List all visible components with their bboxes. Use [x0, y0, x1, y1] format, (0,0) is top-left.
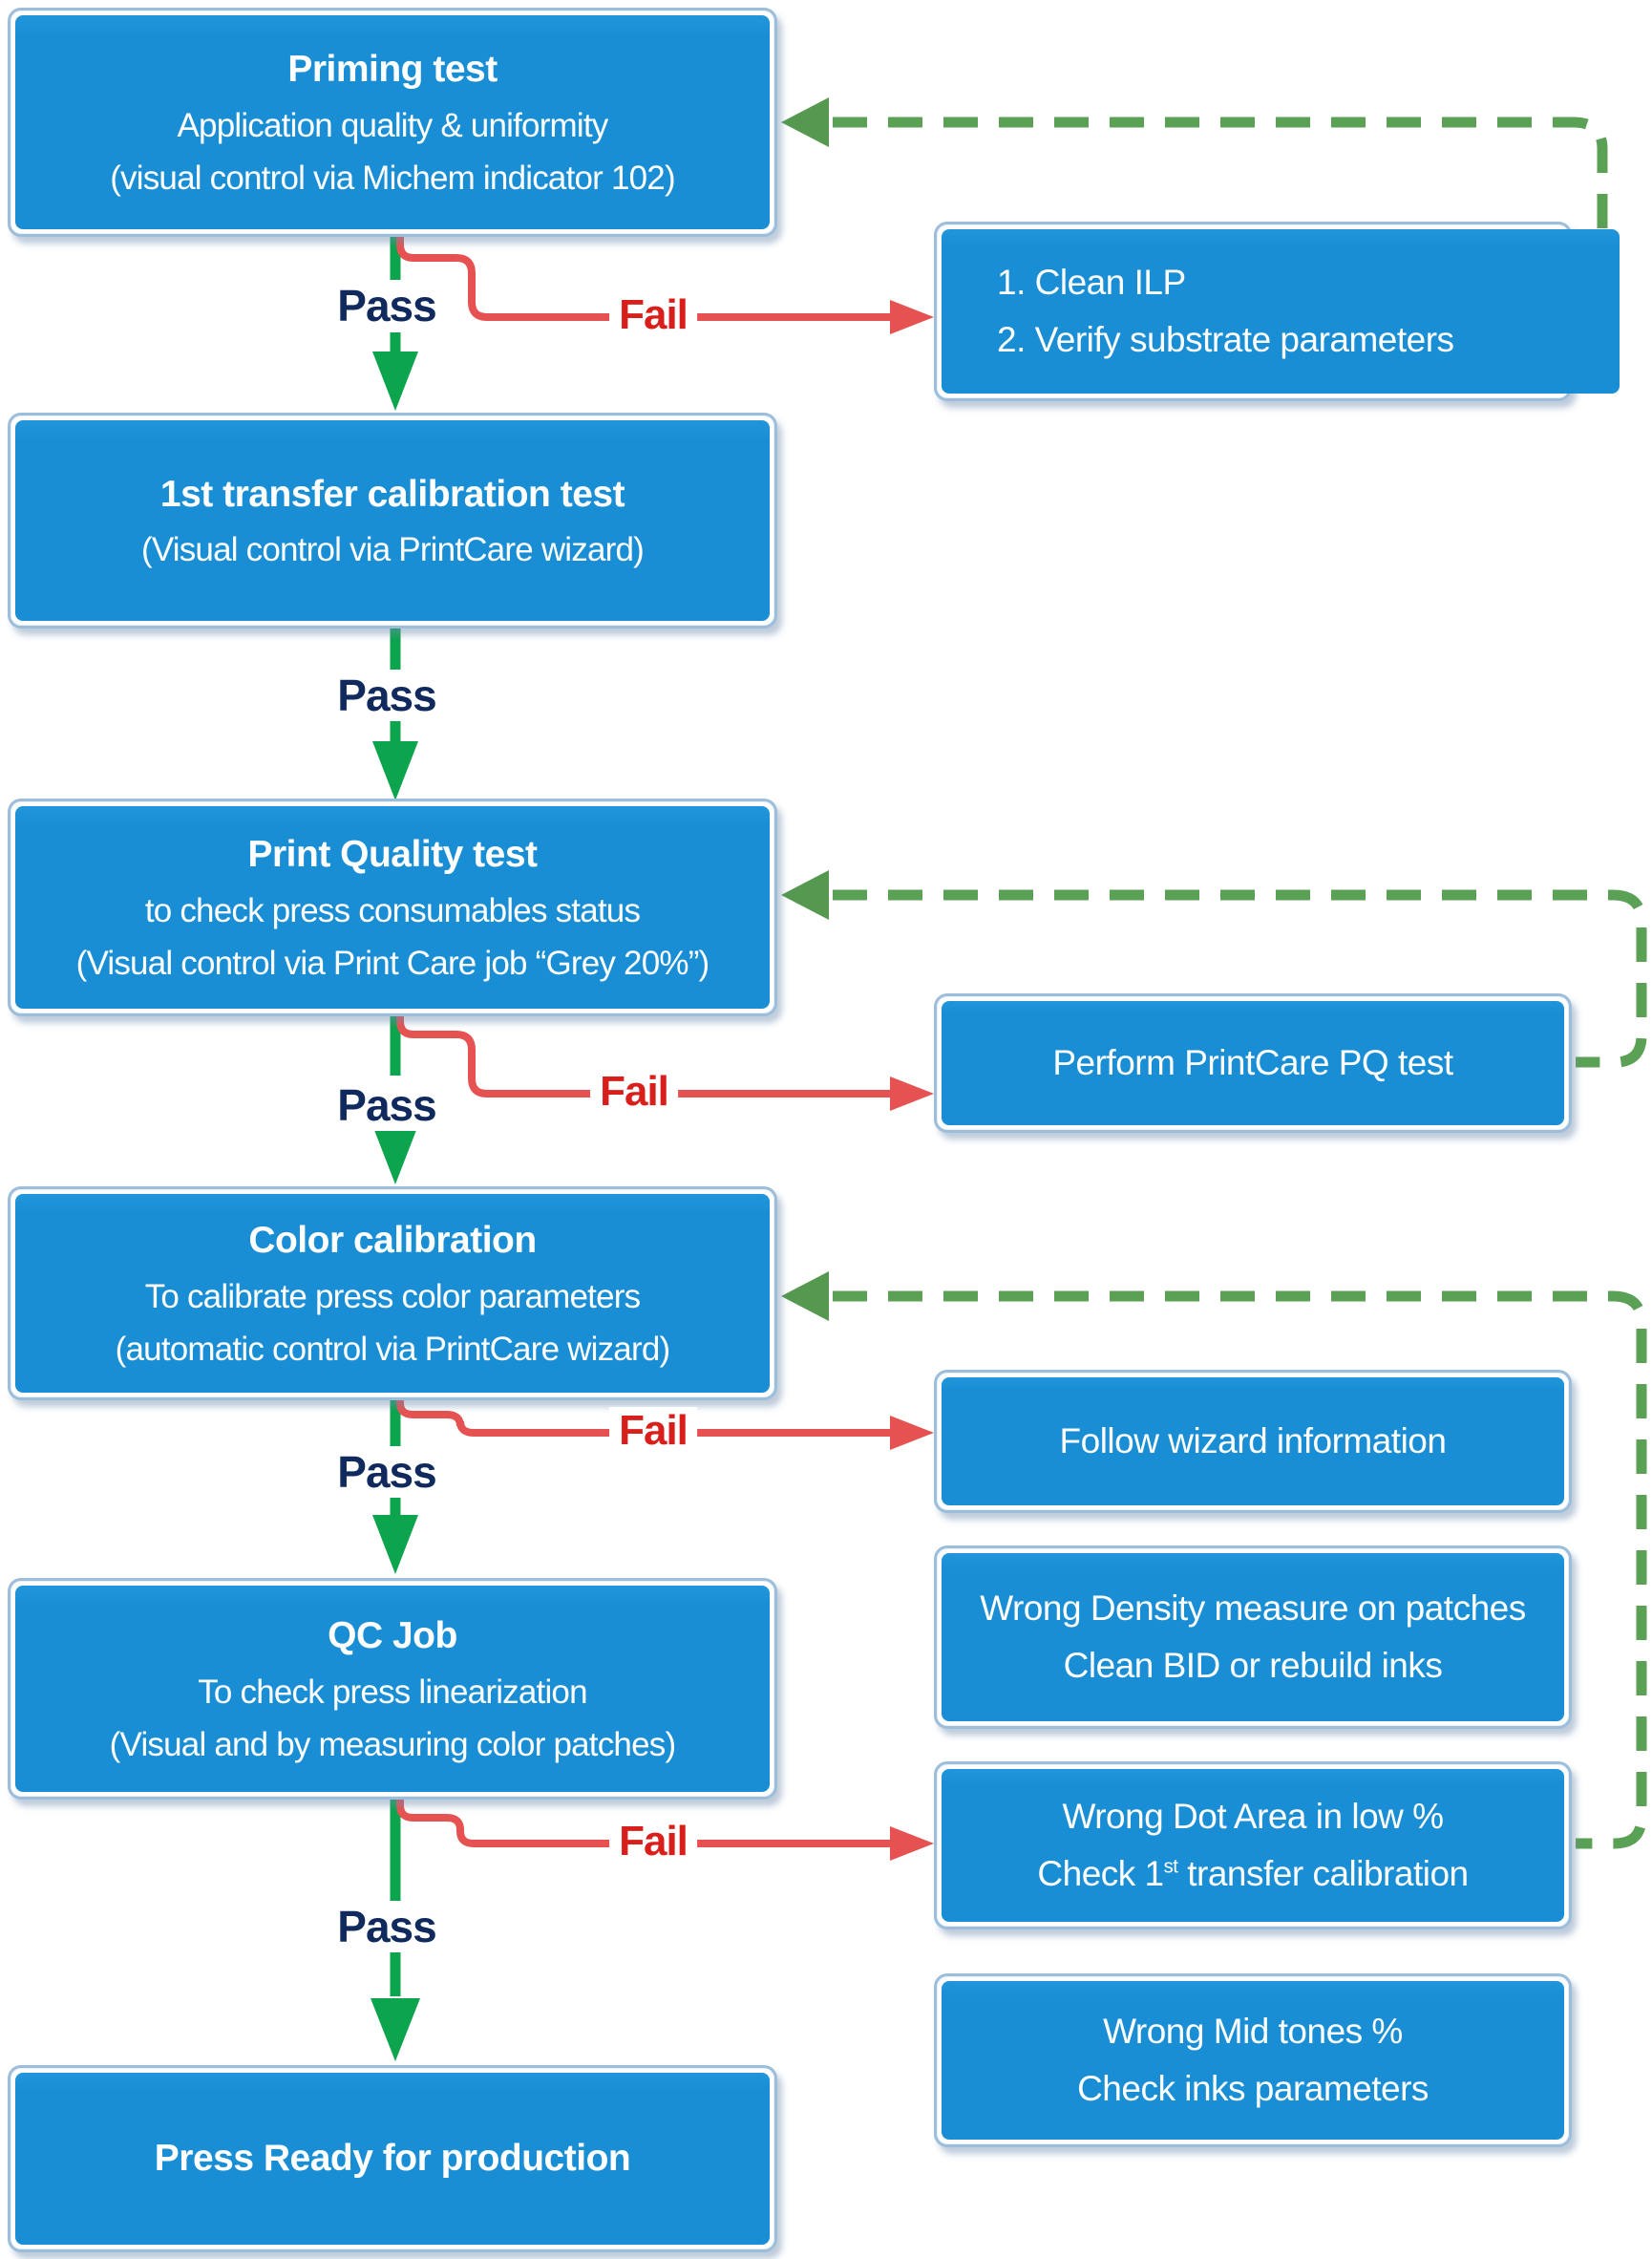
node-print-quality-test: Print Quality test to check press consum…: [8, 799, 777, 1016]
fix-wrong-dot-area: Wrong Dot Area in low % Check 1st transf…: [934, 1761, 1572, 1929]
fix-line: Check 1st transfer calibration: [1037, 1854, 1469, 1893]
pass-label-5: Pass: [324, 1901, 450, 1952]
fix-line: 1. Clean ILP: [997, 263, 1186, 303]
fix-wrong-density: Wrong Density measure on patches Clean B…: [934, 1545, 1572, 1729]
node-first-transfer-calibration-test: 1st transfer calibration test (Visual co…: [8, 413, 777, 629]
node-line: (visual control via Michem indicator 102…: [110, 159, 675, 197]
pass-label-3: Pass: [324, 1079, 450, 1131]
pass-label-4: Pass: [324, 1446, 450, 1498]
node-title: Color calibration: [248, 1219, 537, 1261]
fail-label-2: Fail: [590, 1068, 678, 1116]
fail-label-3: Fail: [609, 1407, 697, 1455]
node-line: (automatic control via PrintCare wizard): [115, 1330, 671, 1368]
fix-clean-ilp: 1. Clean ILP 2. Verify substrate paramet…: [934, 222, 1620, 401]
fix-follow-wizard-information: Follow wizard information: [934, 1370, 1572, 1513]
fix-line: Wrong Dot Area in low %: [1062, 1797, 1444, 1837]
fix-line: Wrong Density measure on patches: [980, 1588, 1526, 1629]
node-title: Print Quality test: [247, 833, 538, 875]
node-press-ready: Press Ready for production: [8, 2065, 777, 2252]
fail-label-4: Fail: [609, 1818, 697, 1865]
fix-perform-printcare-pq-test: Perform PrintCare PQ test: [934, 993, 1572, 1133]
fix-line: Check inks parameters: [1077, 2069, 1429, 2108]
pass-label-1: Pass: [324, 280, 450, 331]
node-priming-test: Priming test Application quality & unifo…: [8, 8, 777, 237]
node-line: to check press consumables status: [144, 891, 641, 929]
fix-line: Follow wizard information: [1059, 1421, 1447, 1461]
fix-line: Clean BID or rebuild inks: [1063, 1646, 1443, 1685]
node-title: 1st transfer calibration test: [159, 473, 625, 515]
fix-line: Wrong Mid tones %: [1103, 2012, 1403, 2052]
fix-line: Perform PrintCare PQ test: [1052, 1043, 1453, 1083]
fail-label-1: Fail: [609, 291, 697, 339]
node-title: QC Job: [328, 1614, 457, 1656]
node-line: To calibrate press color parameters: [144, 1277, 641, 1315]
node-qc-job: QC Job To check press linearization (Vis…: [8, 1578, 777, 1800]
fix-wrong-mid-tones: Wrong Mid tones % Check inks parameters: [934, 1973, 1572, 2147]
fix-line: 2. Verify substrate parameters: [997, 320, 1454, 359]
pass-label-2: Pass: [324, 670, 450, 721]
node-title: Press Ready for production: [154, 2138, 631, 2180]
node-title: Priming test: [287, 48, 498, 90]
node-line: (Visual and by measuring color patches): [109, 1725, 676, 1763]
node-line: (Visual control via Print Care job “Grey…: [75, 944, 710, 982]
node-line: Application quality & uniformity: [177, 106, 608, 144]
node-line: (Visual control via PrintCare wizard): [140, 531, 645, 569]
node-line: To check press linearization: [198, 1673, 587, 1711]
node-color-calibration: Color calibration To calibrate press col…: [8, 1186, 777, 1400]
